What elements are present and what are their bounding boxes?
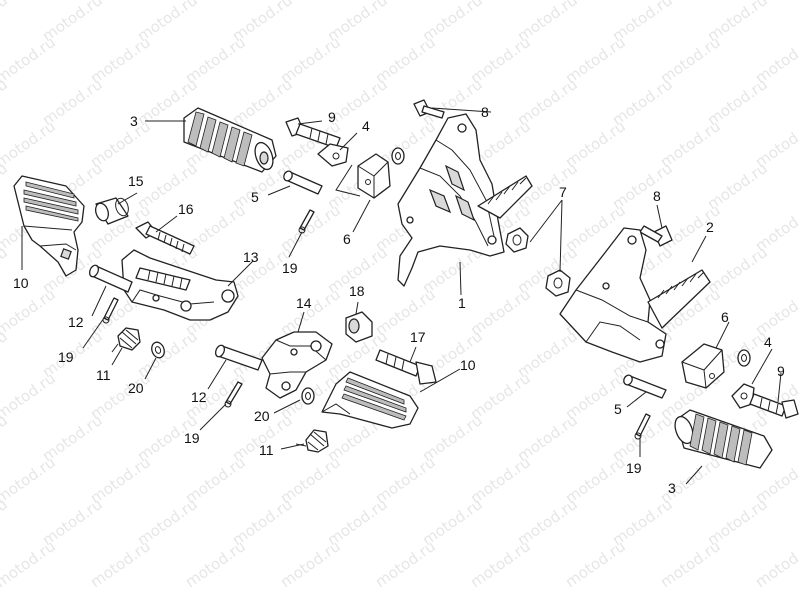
- footpeg-middle-part-10b: [321, 371, 419, 429]
- footpeg-left-part-10: [13, 175, 85, 277]
- watermark-text: motod.ru: [277, 537, 344, 591]
- callout-13: 13: [243, 249, 259, 265]
- pin-right-part-5b: [623, 374, 667, 399]
- spring-left-part-11a: [111, 327, 141, 353]
- watermark-text: motod.ru: [0, 327, 11, 381]
- bolt-part-17: [375, 349, 437, 385]
- watermark-text: motod.ru: [0, 0, 59, 3]
- block-right-part-6b: [681, 343, 725, 389]
- callout-14: 14: [296, 295, 312, 311]
- right-bracket-part-2: [559, 227, 711, 363]
- callout-4: 4: [362, 118, 370, 134]
- callout-19: 19: [58, 349, 74, 365]
- watermark-text: motod.ru: [0, 537, 59, 591]
- callout-4: 4: [764, 334, 772, 350]
- bushing-part-15: [95, 197, 129, 225]
- callout-20: 20: [128, 380, 144, 396]
- callout-20: 20: [254, 408, 270, 424]
- block-upper-part-6a: [357, 153, 391, 199]
- callout-5: 5: [614, 401, 622, 417]
- callout-6: 6: [343, 231, 351, 247]
- footpeg-rubber-upper-part-3: [183, 107, 277, 173]
- watermark-text: motod.ru: [467, 537, 534, 591]
- spring-middle-part-11b: [295, 429, 329, 453]
- watermark-text: motod.ru: [0, 411, 11, 465]
- bolt-right-part-9b: [749, 393, 799, 419]
- main-bracket-part-1: [397, 113, 533, 287]
- callout-3: 3: [668, 480, 676, 496]
- watermark-text: motod.ru: [0, 117, 59, 171]
- washer-upper-small: [391, 147, 405, 165]
- bolt-upper-part-9a: [285, 117, 341, 149]
- bracket-part-13: [121, 249, 239, 321]
- callout-9: 9: [328, 109, 336, 125]
- callout-5: 5: [251, 189, 259, 205]
- clip-upper-part-4a: [317, 143, 349, 167]
- pin-left-part-12a: [88, 264, 133, 293]
- pin-middle-part-12b: [214, 344, 263, 371]
- watermark-text: motod.ru: [182, 537, 249, 591]
- washer-left-part-20a: [151, 341, 165, 359]
- callout-10: 10: [460, 357, 476, 373]
- bracket-part-14: [261, 331, 333, 399]
- callout-9: 9: [777, 363, 785, 379]
- watermark-text: motod.ru: [0, 243, 11, 297]
- callout-3: 3: [130, 113, 138, 129]
- callout-2: 2: [706, 219, 714, 235]
- callout-11: 11: [96, 367, 111, 383]
- callout-19: 19: [626, 460, 642, 476]
- callout-19: 19: [184, 430, 200, 446]
- stud-part-16: [135, 221, 195, 255]
- leader-lines: [21, 107, 782, 485]
- callout-10: 10: [13, 275, 29, 291]
- footpeg-rubber-right-part-3b: [674, 409, 773, 469]
- callout-16: 16: [178, 201, 194, 217]
- callout-6: 6: [721, 309, 729, 325]
- washer-middle-part-20b: [301, 387, 315, 405]
- watermark-text: motod.ru: [0, 159, 11, 213]
- callout-12: 12: [191, 389, 207, 405]
- watermark-text: motod.ru: [0, 75, 11, 129]
- callout-15: 15: [128, 173, 144, 189]
- cotter-pin-middle-part-19d: [224, 381, 243, 408]
- bolt-part-8a: [413, 99, 445, 119]
- callout-8: 8: [481, 104, 489, 120]
- watermark-text: motod.ru: [752, 537, 800, 591]
- bolt-part-8b: [639, 225, 673, 247]
- watermark-text: motod.ru: [372, 537, 439, 591]
- callout-labels: 1 2 3 3 4 4 5 5 6 6 7 8 8 9 9 10 10 11 1…: [13, 104, 785, 496]
- spacer-part-18: [345, 311, 373, 343]
- callout-19: 19: [282, 260, 298, 276]
- nut-part-7a: [505, 227, 529, 253]
- washer-right-small: [737, 349, 751, 367]
- watermark-text: motod.ru: [87, 537, 154, 591]
- callout-12: 12: [68, 314, 84, 330]
- watermark-text: motod.ru: [0, 285, 59, 339]
- watermark-text: motod.ru: [0, 33, 59, 87]
- watermark-text: motod.ru: [0, 453, 59, 507]
- pin-upper-part-5a: [283, 170, 323, 195]
- callout-8: 8: [653, 188, 661, 204]
- watermark-text: motod.ru: [0, 0, 11, 45]
- cotter-pin-right-part-19c: [634, 413, 651, 440]
- callout-18: 18: [349, 283, 365, 299]
- watermark-text: motod.ru: [0, 495, 11, 549]
- watermark-text: motod.ru: [562, 537, 629, 591]
- callout-11: 11: [259, 442, 274, 458]
- callout-1: 1: [458, 295, 466, 311]
- watermark-text: motod.ru: [657, 537, 724, 591]
- callout-7: 7: [559, 184, 567, 200]
- watermark-text: motod.ru: [0, 369, 59, 423]
- callout-17: 17: [410, 329, 426, 345]
